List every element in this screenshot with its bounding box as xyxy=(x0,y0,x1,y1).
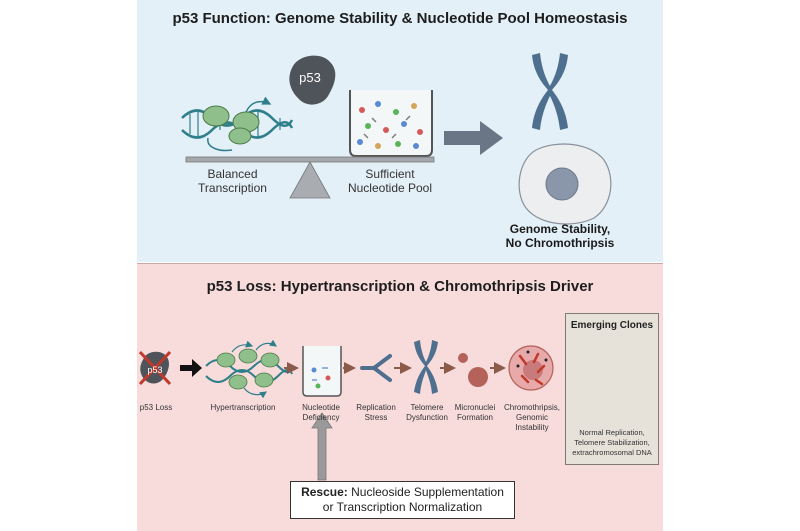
nucleotide-deficiency-label: Nucleotide Deficiency xyxy=(296,403,346,423)
outcome-arrow-icon xyxy=(444,121,503,155)
rescue-text-1: Nucleoside Supplementation xyxy=(351,485,504,499)
hypertranscription-line1: Hypertranscription xyxy=(210,403,276,412)
chromothripsis-line2: Genomic xyxy=(515,413,548,422)
micronuclei-icon xyxy=(458,353,488,387)
nucleotide-deficiency-icon xyxy=(302,346,342,397)
nucleotide-pool-icon xyxy=(349,90,433,157)
p53-loss-line1: p53 Loss xyxy=(139,403,173,412)
balance-scale-icon xyxy=(185,156,435,199)
chromothripsis-cell-icon xyxy=(508,345,554,391)
nucleotide-deficiency-line1: Nucleotide xyxy=(302,403,340,412)
chromothripsis-label: Chromothripsis, Genomic Instability xyxy=(500,403,564,433)
hypertranscription-icon xyxy=(205,339,293,399)
nucleotide-pool-line2: Nucleotide Pool xyxy=(347,181,433,195)
p53-loss-label: p53 Loss xyxy=(134,403,178,413)
telomere-chromosome-icon xyxy=(414,340,438,394)
arrow-icon xyxy=(180,359,202,377)
emerging-clones-title: Emerging Clones xyxy=(570,320,654,331)
balanced-transcription-line1: Balanced xyxy=(207,167,258,181)
p53-loss-icon xyxy=(138,350,172,386)
replication-stress-line2: Stress xyxy=(364,413,388,422)
healthy-cell-icon xyxy=(518,143,612,225)
rescue-arrow-icon xyxy=(311,412,333,481)
replication-stress-line1: Replication xyxy=(356,403,396,412)
p53-loss-protein-label: p53 xyxy=(147,365,162,375)
emerging-clones-box: Emerging Clones Normal Replication, Telo… xyxy=(565,313,659,465)
emerging-clones-line2: Telomere Stabilization, xyxy=(574,438,650,447)
hypertranscription-label: Hypertranscription xyxy=(203,403,283,413)
chromothripsis-line1: Chromothripsis, xyxy=(503,403,560,412)
chromosome-icon xyxy=(532,53,568,130)
genome-stability-label: Genome Stability, No Chromothripsis xyxy=(495,222,625,250)
dna-transcription-icon xyxy=(181,96,294,152)
micronuclei-formation-line1: Micronuclei xyxy=(454,403,496,412)
micronuclei-formation-label: Micronuclei Formation xyxy=(450,403,500,423)
telomere-dysfunction-line1: Telomere xyxy=(410,403,444,412)
p53-protein-icon xyxy=(289,55,336,105)
bottom-title: p53 Loss: Hypertranscription & Chromothr… xyxy=(206,278,594,295)
rescue-bold-label: Rescue: xyxy=(301,485,348,499)
genome-stability-line1: Genome Stability, xyxy=(509,222,611,236)
chromothripsis-line3: Instability xyxy=(515,423,549,432)
rescue-line1: Rescue: Nucleoside Supplementation xyxy=(291,485,514,500)
rescue-text-2: or Transcription Normalization xyxy=(322,500,483,514)
balanced-transcription-label: Balanced Transcription xyxy=(185,167,280,195)
nucleotide-pool-label: Sufficient Nucleotide Pool xyxy=(335,167,445,195)
emerging-clones-line1: Normal Replication, xyxy=(579,428,645,437)
telomere-dysfunction-label: Telomere Dysfunction xyxy=(403,403,451,423)
replication-stress-icon xyxy=(360,354,392,382)
genome-stability-line2: No Chromothripsis xyxy=(505,236,615,250)
nucleotide-deficiency-line2: Deficiency xyxy=(302,413,340,422)
rescue-box: Rescue: Nucleoside Supplementation or Tr… xyxy=(290,481,515,519)
emerging-clones-line3: extrachromosomal DNA xyxy=(572,448,652,457)
balanced-transcription-line2: Transcription xyxy=(198,181,267,195)
micronuclei-formation-line2: Formation xyxy=(456,413,493,422)
p53-label: p53 xyxy=(299,70,321,85)
top-title: p53 Function: Genome Stability & Nucleot… xyxy=(172,10,628,27)
replication-stress-label: Replication Stress xyxy=(352,403,400,423)
emerging-clones-caption: Normal Replication, Telomere Stabilizati… xyxy=(566,428,658,458)
telomere-dysfunction-line2: Dysfunction xyxy=(406,413,448,422)
nucleotide-pool-line1: Sufficient xyxy=(365,167,415,181)
